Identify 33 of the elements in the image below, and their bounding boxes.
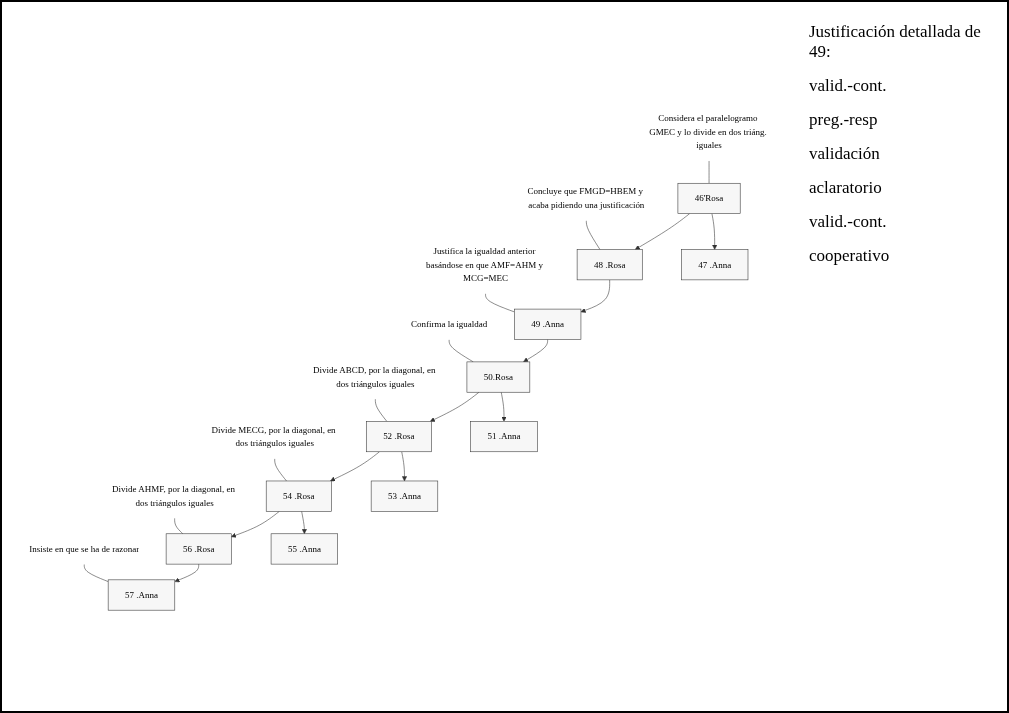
node-text: Confirma la igualdad — [410, 318, 488, 329]
connector — [485, 292, 515, 312]
node-text: Divide AHMF, por la diagonal, en dos triángulos iguales — [112, 484, 235, 508]
note-label: valid.-cont. — [809, 76, 888, 96]
node-box: 55 .Anna — [270, 533, 338, 565]
note-label: cooperativo — [809, 246, 891, 266]
node-box: 50.Rosa — [466, 361, 531, 393]
note-label: validación — [809, 144, 881, 164]
node-box: 54 .Rosa — [265, 480, 332, 512]
note-label: aclaratorio — [809, 178, 883, 198]
node-text: Divide ABCD, por la diagonal, en dos triángulos iguales — [312, 364, 436, 388]
connector — [375, 398, 388, 422]
note-label: preg.-resp — [809, 110, 879, 130]
node-box: 49 .Anna — [514, 308, 582, 340]
node-text: Considera el paralelogramo GMEC y lo divide en dos triáng. iguales — [649, 113, 767, 150]
connector — [448, 338, 474, 362]
connector — [174, 517, 184, 534]
node-box: 48 .Rosa — [576, 248, 643, 280]
node-box: 47 .Anna — [681, 248, 749, 280]
node-box: 52 .Rosa — [366, 420, 432, 452]
note-label: Justificación detallada de 49: — [809, 22, 982, 62]
node-text: Justifica la igualdad anterior basándose en que AMF=AHM y MCG=MEC — [425, 245, 543, 283]
node-box: 51 .Anna — [470, 420, 538, 452]
note-label: valid.-cont. — [809, 212, 888, 232]
node-text: Insiste en que se ha de razonar — [29, 543, 140, 554]
connector — [708, 160, 710, 184]
node-text: Concluye que FMGD=HBEM y acaba pidiendo una justificación — [527, 186, 645, 210]
node-box: 57 .Anna — [107, 579, 176, 611]
node-box: 56 .Rosa — [165, 533, 232, 565]
connector — [586, 219, 601, 250]
node-text: Divide MECG, por la diagonal, en dos triángulos iguales — [211, 424, 336, 448]
node-box: 53 .Anna — [370, 480, 439, 512]
node-box: 46'Rosa — [677, 182, 741, 214]
